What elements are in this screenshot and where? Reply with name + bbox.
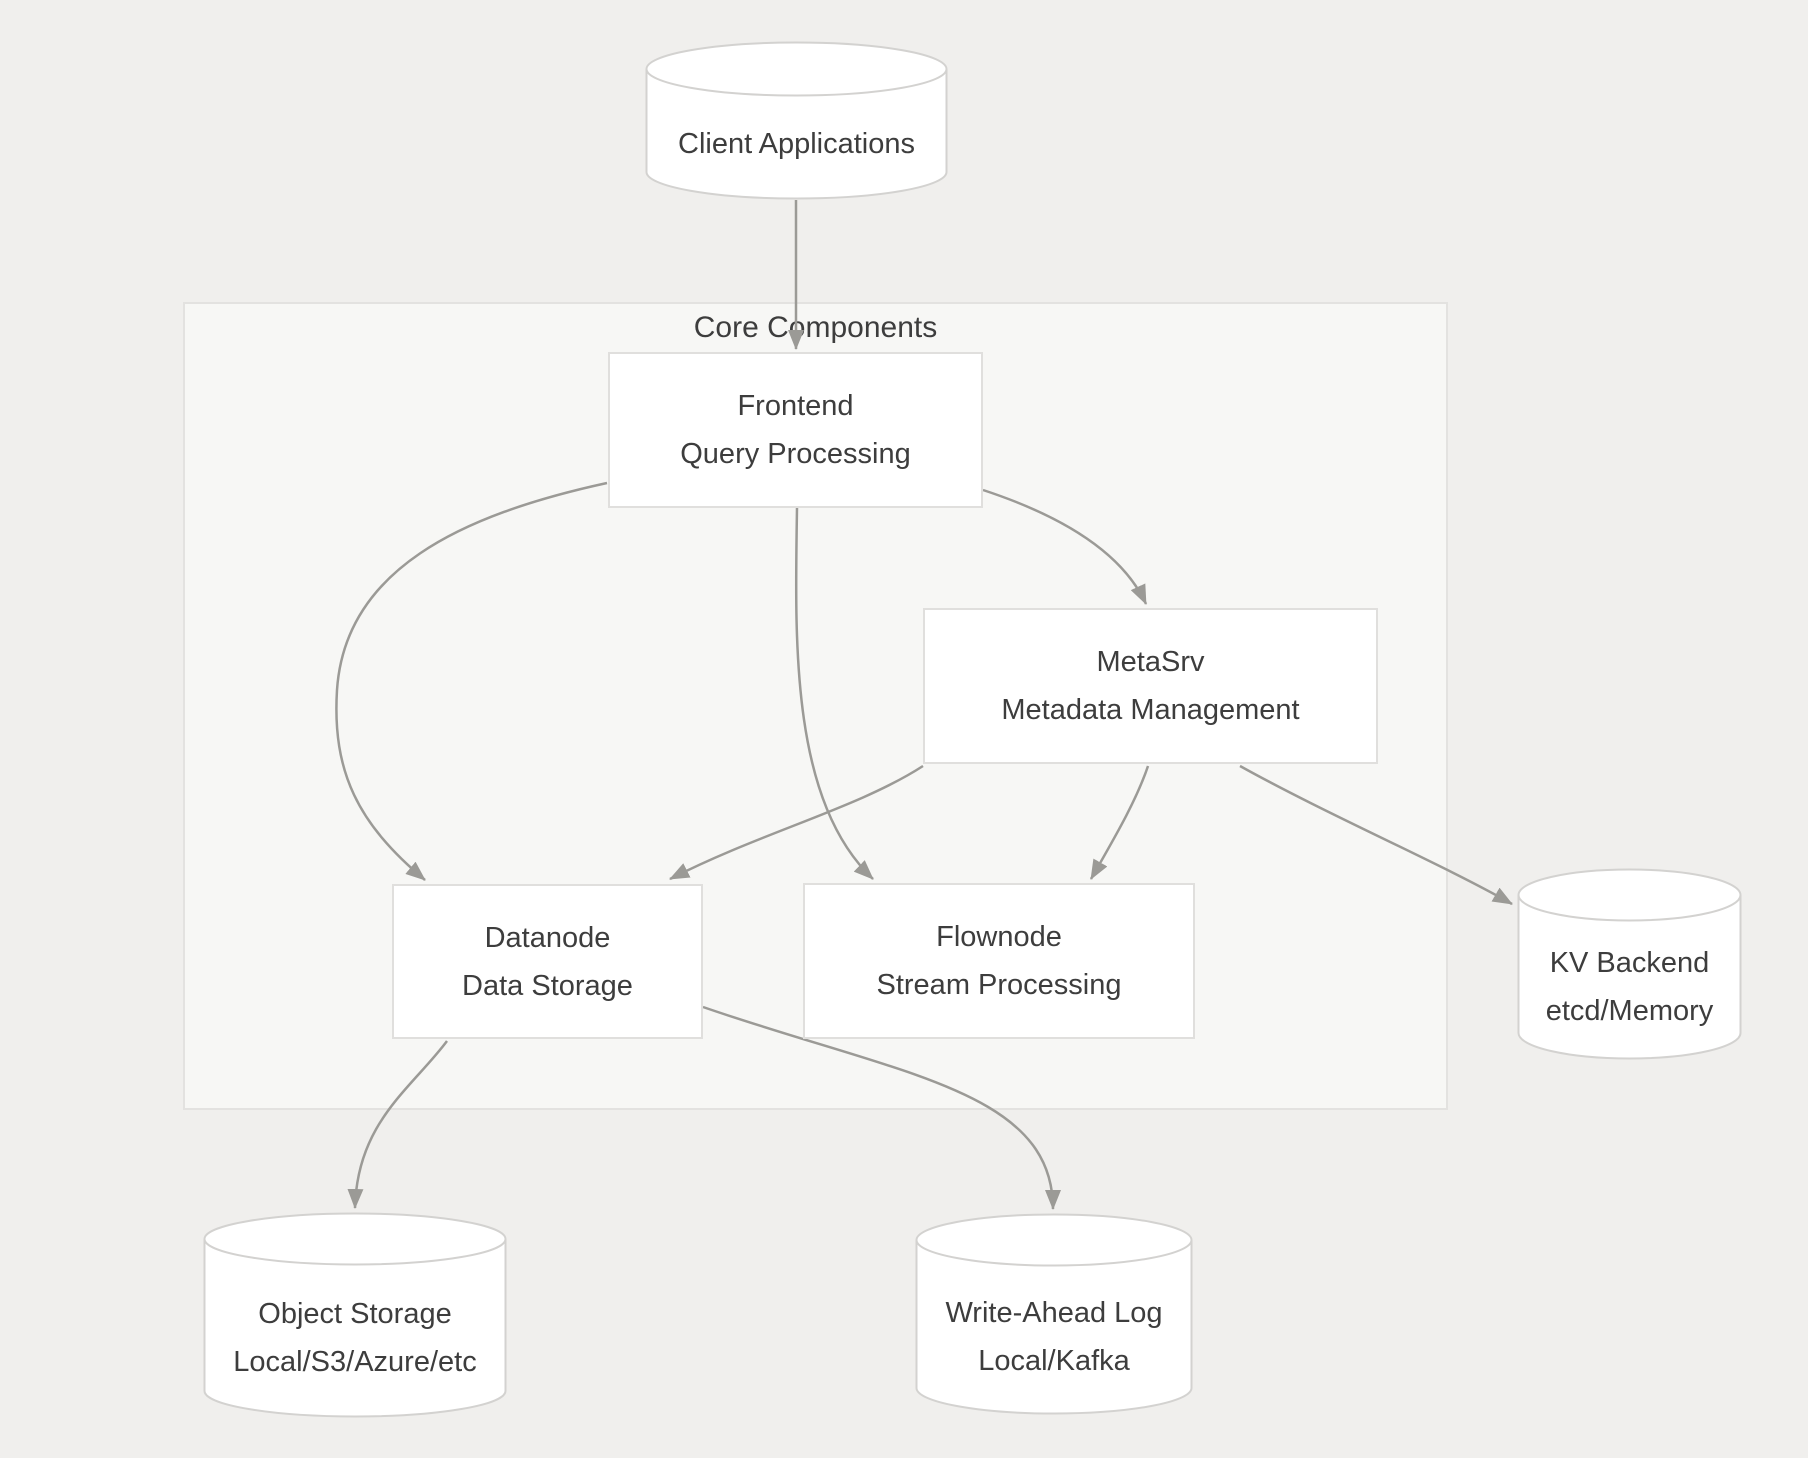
node-label-line1: MetaSrv xyxy=(1096,646,1205,678)
node-label-line2: Local/Kafka xyxy=(978,1345,1130,1377)
node-object-storage: Object Storage Local/S3/Azure/etc xyxy=(203,1212,507,1418)
node-label-line1: KV Backend xyxy=(1549,947,1710,979)
node-label-line1: Write-Ahead Log xyxy=(945,1297,1163,1329)
node-label-line2: Data Storage xyxy=(462,969,633,1002)
node-write-ahead-log: Write-Ahead Log Local/Kafka xyxy=(915,1213,1193,1415)
cylinder-shape xyxy=(1517,868,1742,1060)
edge-frontend-to-flownode xyxy=(794,507,874,880)
node-label: Client Applications xyxy=(678,127,915,160)
cylinder-shape xyxy=(203,1212,507,1418)
node-datanode: Datanode Data Storage xyxy=(392,884,703,1039)
node-metasrv: MetaSrv Metadata Management xyxy=(923,608,1378,764)
node-label-line2: Query Processing xyxy=(680,438,911,470)
node-label-line1: Frontend xyxy=(737,390,854,422)
node-client-applications: Client Applications xyxy=(645,41,948,200)
node-flownode: Flownode Stream Processing xyxy=(803,883,1195,1039)
core-components-label: Core Components xyxy=(693,311,938,344)
edge-metasrv-to-flownode xyxy=(1089,765,1150,880)
node-label-line1: Datanode xyxy=(484,921,611,954)
edge-datanode-to-write-ahead-log xyxy=(702,1005,1061,1210)
node-label-line2: Metadata Management xyxy=(1001,694,1300,726)
edge-metasrv-to-kv-backend xyxy=(1239,764,1513,906)
node-frontend: Frontend Query Processing xyxy=(608,352,983,508)
edge-frontend-to-datanode xyxy=(335,481,608,881)
node-label-line2: Stream Processing xyxy=(876,969,1122,1001)
edge-datanode-to-object-storage xyxy=(347,1040,449,1209)
node-label-line2: etcd/Memory xyxy=(1545,995,1714,1027)
cylinder-shape xyxy=(645,41,948,200)
edge-metasrv-to-datanode xyxy=(669,764,924,881)
node-label-line1: Flownode xyxy=(936,921,1062,953)
cylinder-shape xyxy=(915,1213,1193,1415)
edge-frontend-to-metasrv xyxy=(982,488,1148,605)
node-label-line2: Local/S3/Azure/etc xyxy=(233,1346,477,1378)
node-label-line1: Object Storage xyxy=(258,1298,452,1330)
node-kv-backend: KV Backend etcd/Memory xyxy=(1517,868,1742,1060)
